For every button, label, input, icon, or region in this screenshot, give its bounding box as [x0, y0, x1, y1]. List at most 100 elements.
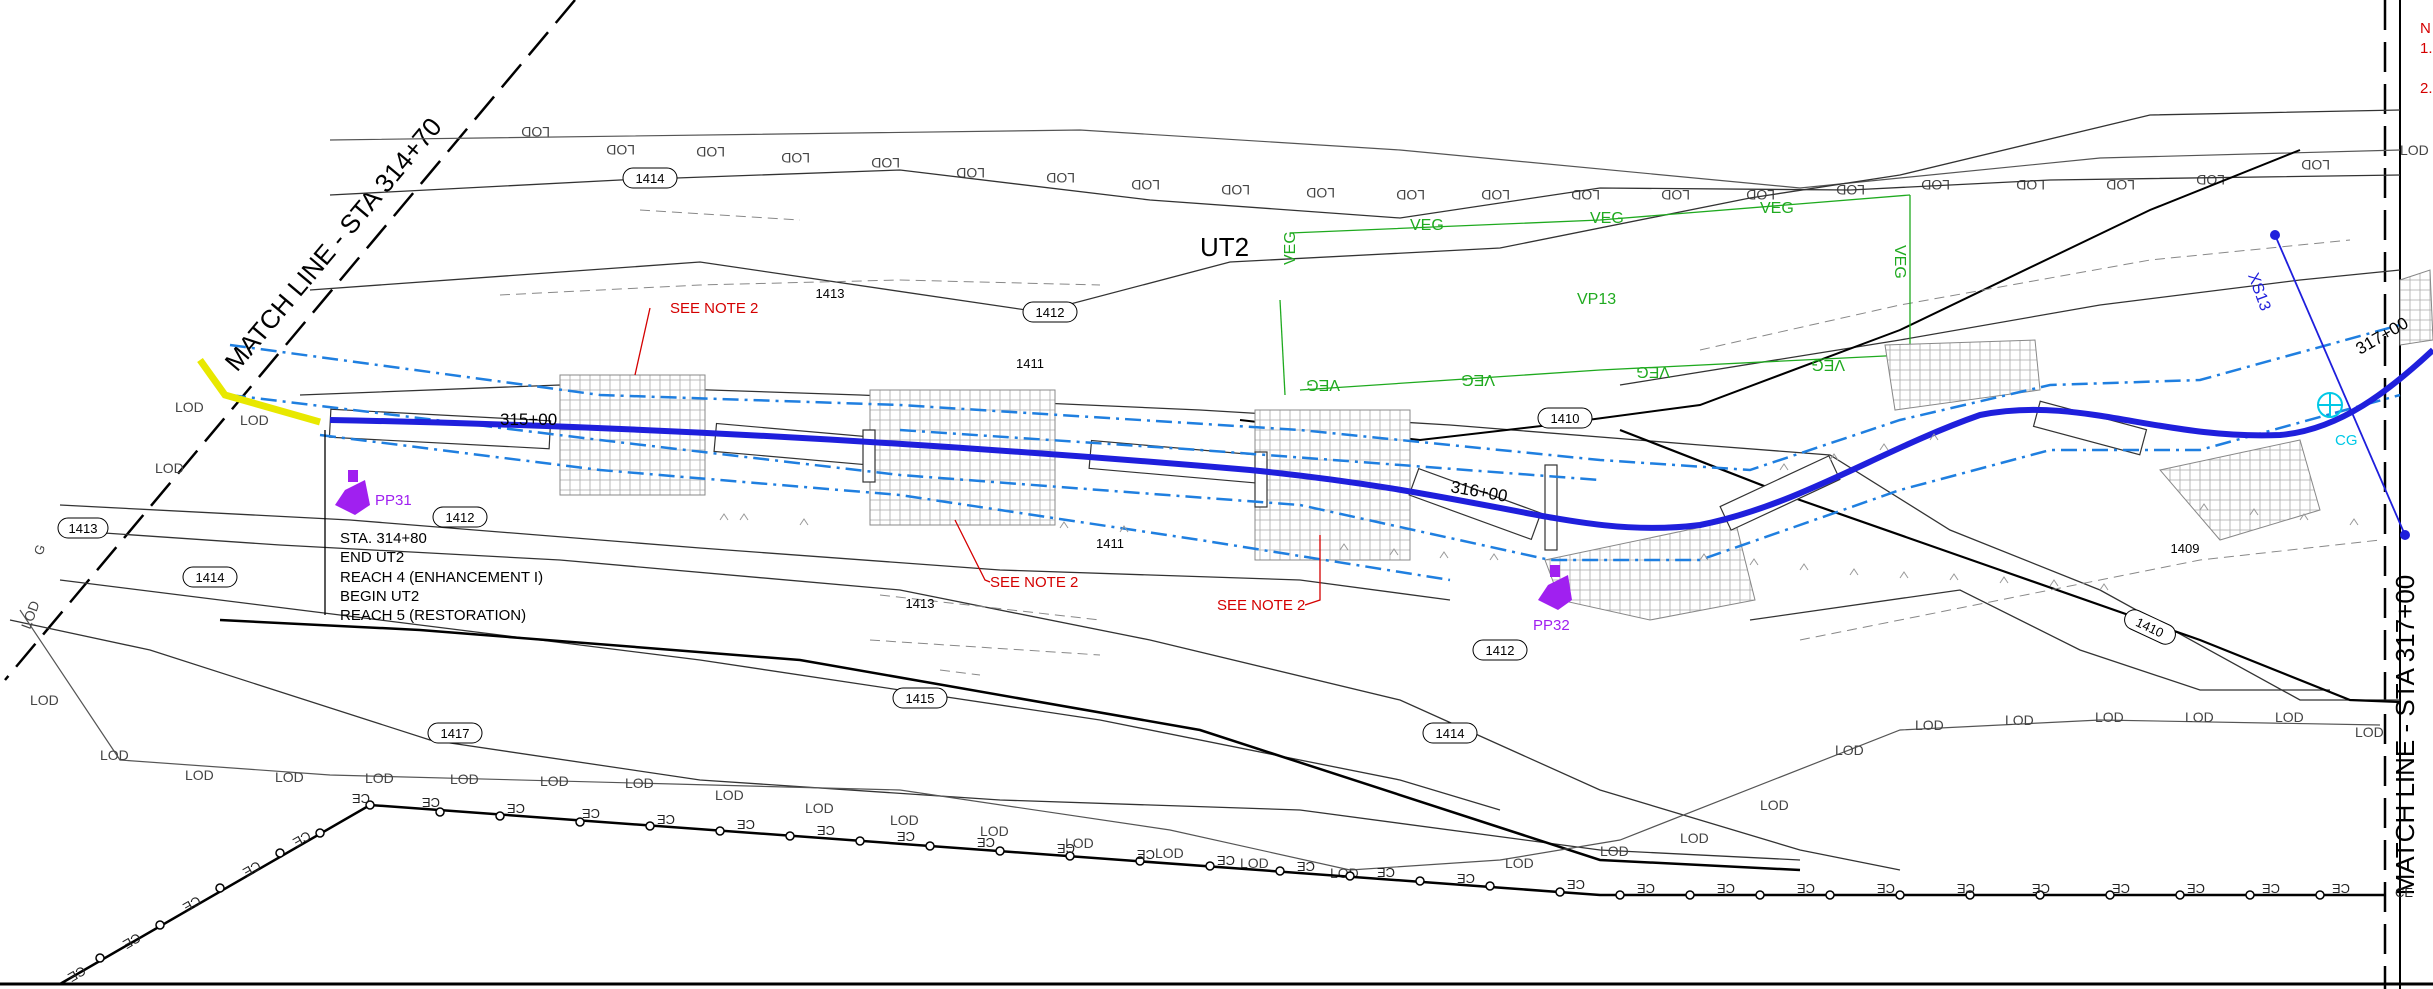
contour-label-1411-mid: 1411 [1096, 536, 1124, 551]
contour-label-1413-left: 1413 [69, 521, 98, 536]
veg-label: VEG [1410, 217, 1444, 234]
contour-1414-top [329, 169, 2401, 219]
see-note-2-label: SEE NOTE 2 [990, 574, 1078, 591]
lod-label: LOD [2355, 724, 2384, 740]
lod-label: LOD [2005, 712, 2034, 728]
lod-label: LOD [1661, 187, 1690, 203]
lod-label: LOD [2301, 157, 2330, 173]
lod-label: LOD [2016, 177, 2045, 193]
lod-label: LOD [606, 142, 635, 158]
lod-label: LOD [696, 144, 725, 160]
ce-label: CE [1717, 881, 1735, 896]
vegetation-labels: VEG VEG VEG VEG VEG VEG VEG VEG VEG VP13 [1282, 200, 1908, 393]
lod-label: LOD [2275, 709, 2304, 725]
lod-label: LOD [1835, 742, 1864, 758]
existing-contours [499, 209, 2381, 676]
see-note-2-label: SEE NOTE 2 [670, 300, 758, 317]
veg-label: VEG [1636, 363, 1670, 380]
lod-label: LOD [781, 150, 810, 166]
lod-label: LOD [155, 460, 184, 476]
ce-label: CE [1217, 853, 1235, 868]
lod-label: LOD [871, 155, 900, 171]
lod-label: LOD [521, 124, 550, 140]
ce-label: CE [1377, 865, 1395, 880]
lod-label: LOD [30, 692, 59, 708]
see-note-2-label: SEE NOTE 2 [1217, 597, 1305, 614]
lod-label: LOD [1046, 170, 1075, 186]
ce-label: CE [2395, 885, 2413, 900]
ce-label: CE [1457, 871, 1475, 886]
easement-markers [95, 800, 2325, 963]
lod-label: LOD [2106, 177, 2135, 193]
lod-line-bottom [19, 609, 2381, 871]
vegetation-plot-label: VP13 [1577, 291, 1616, 308]
lod-label: LOD [185, 767, 214, 783]
notes-heading: N [2420, 20, 2431, 37]
ce-label: CE [507, 801, 525, 816]
callout-line: BEGIN UT2 [340, 588, 419, 605]
ce-label: CE [65, 963, 88, 985]
ce-label: CE [1057, 841, 1075, 856]
contour-label-1413: 1413 [816, 286, 845, 301]
ce-label: CE [657, 812, 675, 827]
ce-label: CE [352, 791, 370, 806]
contour-labels: 1414 1412 1413 1411 1410 1412 1413 1414 … [57, 167, 2199, 744]
ce-label: CE [1637, 881, 1655, 896]
contour-index-1415 [219, 618, 1801, 872]
reach-callout: STA. 314+80 END UT2 REACH 4 (ENHANCEMENT… [340, 530, 543, 624]
ce-label: CE [1567, 877, 1585, 892]
lod-label: LOD [1680, 830, 1709, 846]
lod-label: LOD [715, 787, 744, 803]
callout-line: END UT2 [340, 549, 404, 566]
control-point-cg: CG [2317, 392, 2358, 449]
ce-label: CE [120, 930, 143, 952]
contour-1415 [59, 529, 1901, 871]
station-label-315: 315+00 [500, 410, 557, 429]
ce-label: CE [1877, 881, 1895, 896]
contour-label-1410: 1410 [1551, 411, 1580, 426]
cross-section-line [2274, 234, 2406, 536]
lod-line-top [329, 129, 2401, 189]
lod-label: LOD [1155, 845, 1184, 861]
lod-label: LOD [1915, 717, 1944, 733]
lod-label: LOD [100, 747, 129, 763]
lod-label: LOD [980, 823, 1009, 839]
match-line-left-label: MATCH LINE - STA 314+70 [219, 112, 448, 377]
lod-label: LOD [1065, 835, 1094, 851]
lod-label: LOD [1396, 187, 1425, 203]
lod-label: LOD [625, 775, 654, 791]
contour-label-1414: 1414 [636, 171, 665, 186]
contour-1410-top [1619, 269, 2401, 386]
stream-name-label: UT2 [1200, 232, 1249, 262]
g-mark-label: G [31, 542, 49, 557]
ce-label: CE [2187, 881, 2205, 896]
ce-label: CE [737, 817, 755, 832]
channel-top-bank [1239, 149, 2301, 442]
photo-point-label: PP31 [375, 492, 412, 509]
lod-label: LOD [1221, 182, 1250, 198]
general-notes-partial: N 1. 2. [2420, 20, 2433, 97]
lod-label: LOD [1131, 177, 1160, 193]
contour-label-1412: 1412 [1036, 305, 1065, 320]
ce-label: CE [2332, 881, 2350, 896]
match-line-right-label: MATCH LINE - STA 317+00 [2390, 575, 2420, 896]
control-point-label: CG [2335, 432, 2358, 449]
veg-label: VEG [1590, 210, 1624, 227]
photo-point-marker [1538, 575, 1572, 610]
wetland-symbols [719, 433, 2359, 591]
ce-label: CE [1797, 881, 1815, 896]
ce-label: CE [2262, 881, 2280, 896]
contour-label-1417: 1417 [441, 726, 470, 741]
photo-point-label: PP32 [1533, 617, 1570, 634]
ce-label: CE [1297, 859, 1315, 874]
ce-label: CE [817, 823, 835, 838]
cross-section-label: XS13 [2244, 271, 2273, 314]
reach-break-highlight [197, 357, 321, 426]
see-note-callouts: SEE NOTE 2 SEE NOTE 2 SEE NOTE 2 [634, 300, 1321, 614]
contour-label-1412-mid: 1412 [1486, 643, 1515, 658]
lod-label: LOD [240, 412, 269, 428]
conservation-easement-line [59, 803, 2385, 986]
ce-label: CE [290, 828, 313, 850]
ce-label: CE [1137, 847, 1155, 862]
contour-label-1412-left: 1412 [446, 510, 475, 525]
